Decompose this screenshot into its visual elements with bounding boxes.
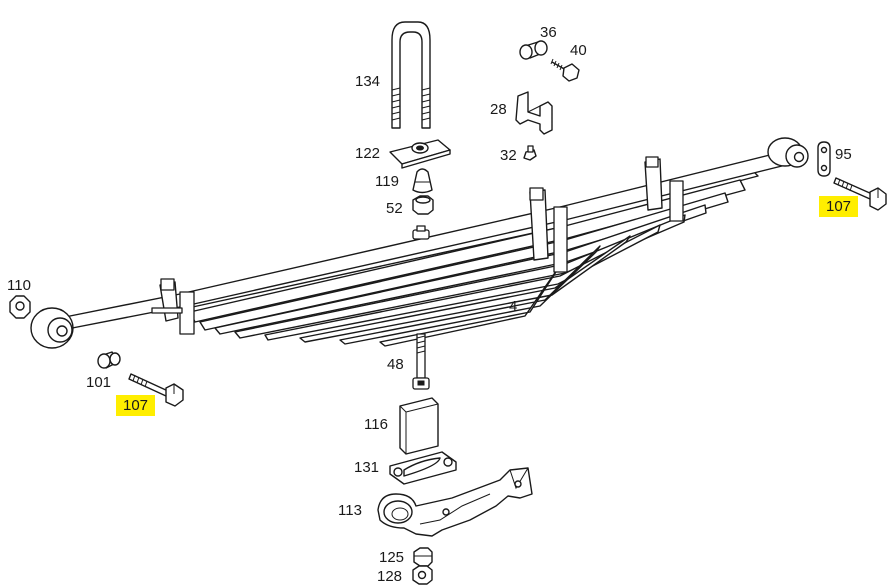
u-bolt: [391, 21, 431, 129]
label-107-left: 107: [116, 395, 156, 416]
label-134: 134: [355, 73, 381, 90]
leaf-spring-pack: [30, 137, 809, 349]
shackle-bracket: [515, 91, 553, 135]
nut-128: [412, 565, 433, 585]
spring-plate: [389, 139, 451, 169]
label-116: 116: [364, 416, 388, 433]
spacer-116: [399, 397, 439, 455]
label-36: 36: [540, 24, 557, 41]
label-95: 95: [835, 146, 852, 163]
bolt-32: [523, 145, 537, 161]
link-plate: [817, 141, 831, 177]
label-119: 119: [375, 173, 399, 190]
label-40: 40: [570, 42, 587, 59]
label-28: 28: [490, 101, 507, 118]
label-131: 131: [354, 459, 380, 476]
label-52: 52: [386, 200, 403, 217]
bump-stop: [412, 168, 433, 194]
label-32: 32: [500, 147, 517, 164]
saddle-plate-131: [389, 451, 457, 485]
label-110: 110: [7, 277, 31, 294]
label-4: 4: [509, 298, 518, 315]
label-125: 125: [379, 549, 405, 566]
label-128: 128: [377, 568, 403, 585]
bolt-40: [550, 58, 580, 82]
nut-52: [412, 195, 434, 215]
bolt-48: [412, 333, 430, 390]
bushing-36: [519, 40, 548, 60]
nut-110: [9, 295, 31, 319]
label-48: 48: [387, 356, 404, 373]
bushing-101: [97, 351, 121, 369]
label-107-right: 107: [819, 196, 859, 217]
spring-seat-113: [377, 467, 533, 537]
nut-125: [413, 547, 433, 567]
label-113: 113: [338, 502, 362, 519]
bolt-107-left: [128, 373, 184, 407]
bolt-107-right: [833, 177, 887, 211]
label-122: 122: [355, 145, 381, 162]
label-101: 101: [86, 374, 112, 391]
